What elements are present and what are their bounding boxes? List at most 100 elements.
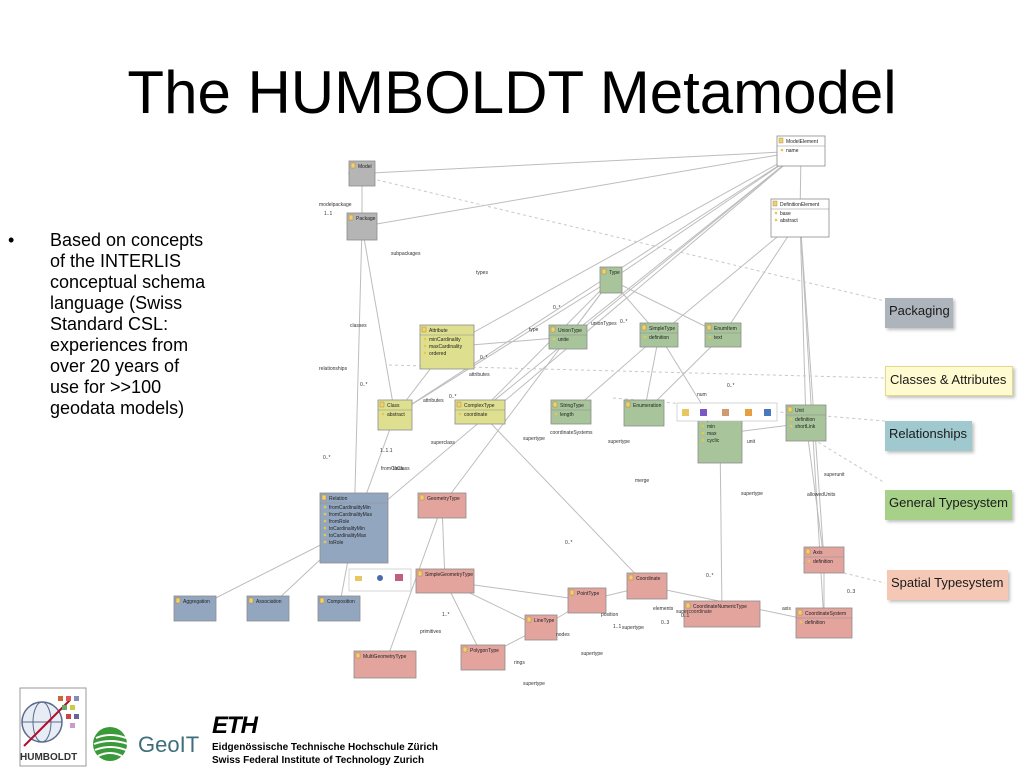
uml-attribute: definition	[813, 559, 833, 565]
uml-class-name: MultiGeometryType	[363, 654, 407, 660]
uml-edge-label: 0..*	[480, 355, 488, 361]
uml-class-multi-geometry-type: MultiGeometryType	[353, 650, 417, 679]
uml-class-box	[770, 198, 830, 238]
uml-edge-label: unit	[747, 439, 756, 445]
geoit-logo-icon	[93, 727, 129, 761]
class-icon	[787, 406, 793, 413]
uml-class-enumeration: Enumeration	[623, 399, 665, 427]
toolbar-icon	[377, 575, 383, 581]
uml-attribute: fromCardinalityMin	[329, 505, 371, 511]
diagram-toolbar-bottom	[348, 568, 412, 592]
uml-edge-label: nodes	[556, 632, 570, 638]
uml-attribute: cyclic	[707, 438, 720, 444]
toolbar-icon	[745, 409, 752, 416]
uml-class-name: Model	[358, 164, 372, 170]
uml-edge-label: unionTypes	[591, 321, 617, 327]
bullet-line: geodata models)	[50, 398, 185, 418]
uml-attribute: maxCardinality	[429, 344, 463, 350]
uml-class-name: GeometryType	[427, 496, 460, 502]
class-icon	[319, 597, 325, 604]
uml-edge-label: superclass	[431, 440, 455, 446]
class-icon	[778, 137, 784, 144]
attribute-icon	[554, 412, 558, 416]
uml-class-box	[639, 322, 679, 348]
uml-attribute: unite	[558, 337, 569, 343]
uml-class-box	[454, 399, 506, 425]
uml-edge-label: types	[476, 270, 488, 276]
attribute-icon	[323, 512, 327, 516]
uml-class-union-type: UnionType unite	[548, 324, 588, 350]
uml-edge-label: supertype	[608, 439, 630, 445]
uml-class-name: Composition	[327, 599, 355, 605]
toolbar-icon	[355, 576, 362, 581]
uml-edge-label: coordinateSystems	[550, 430, 593, 436]
attribute-icon	[323, 533, 327, 537]
humboldt-logo	[19, 687, 87, 767]
uml-attribute: minCardinality	[429, 337, 461, 343]
uml-edge	[719, 433, 723, 615]
uml-edge	[799, 217, 825, 561]
uml-attribute: length	[560, 412, 574, 418]
uml-edge-label: 1..*	[442, 612, 450, 618]
attribute-icon	[774, 211, 778, 215]
uml-class-line-type: LineType	[524, 614, 558, 641]
eth-logo: ETH	[212, 712, 258, 739]
uml-class-geometry-type: GeometryType	[417, 492, 467, 519]
uml-edge-label: type	[529, 327, 539, 333]
uml-class-name: UnionType	[558, 328, 582, 334]
uml-class-name: Unit	[795, 408, 805, 414]
uml-attribute: base	[780, 211, 791, 217]
class-icon	[685, 602, 691, 609]
class-icon	[248, 597, 254, 604]
uml-edge-label: 1..1	[613, 624, 622, 630]
uml-class-name: CoordinateSystem	[805, 611, 846, 617]
uml-class-name: Aggregation	[183, 599, 210, 605]
uml-class-box	[626, 572, 668, 600]
bullet-line: language (Swiss	[50, 293, 183, 313]
eth-name-german: Eidgenössische Technische Hochschule Zür…	[212, 742, 438, 753]
class-icon	[625, 401, 631, 408]
class-icon	[175, 597, 181, 604]
uml-class-name: Package	[356, 216, 376, 222]
uml-edge-label: 0..*	[565, 540, 573, 546]
legend-pointer-line	[802, 432, 886, 484]
uml-edge-label: supercoordinate	[676, 609, 712, 615]
bullet-line: Based on concepts	[50, 230, 204, 250]
legend-relationships: Relationships	[885, 421, 972, 451]
uml-class-name: Enumeration	[633, 403, 662, 409]
uml-attribute: fromCardinalityMax	[329, 512, 373, 518]
uml-edge	[570, 334, 660, 413]
uml-edge-label: elements	[653, 606, 674, 612]
uml-class-name: EnumItem	[714, 326, 737, 332]
uml-class-name: SimpleGeometryType	[425, 572, 473, 578]
uml-edge	[384, 505, 443, 665]
uml-edge-label: 0..*	[620, 319, 628, 325]
uml-edge-label: 0..*	[553, 305, 561, 311]
attribute-icon	[381, 412, 385, 416]
class-icon	[628, 574, 634, 581]
uml-edge-label: merge	[635, 478, 649, 484]
uml-edge-label: toClass	[393, 466, 410, 472]
class-icon	[526, 616, 532, 623]
class-icon	[350, 162, 356, 169]
uml-class-box	[548, 324, 588, 350]
attribute-icon	[423, 351, 427, 355]
legend-general-typesystem: General Typesystem	[885, 490, 1012, 520]
class-icon	[456, 401, 462, 408]
uml-edge-label: 0..*	[449, 394, 457, 400]
uml-edge	[361, 150, 802, 174]
uml-class-composition: Composition	[317, 595, 361, 622]
uml-class-box	[460, 644, 506, 671]
uml-attribute: ordered	[429, 351, 446, 357]
uml-class-name: ComplexType	[464, 403, 495, 409]
uml-class-name: Relation	[329, 496, 348, 502]
legend-classes-attributes: Classes & Attributes	[885, 366, 1013, 396]
attribute-icon	[701, 431, 705, 435]
uml-edge-label: superunit	[824, 472, 845, 478]
